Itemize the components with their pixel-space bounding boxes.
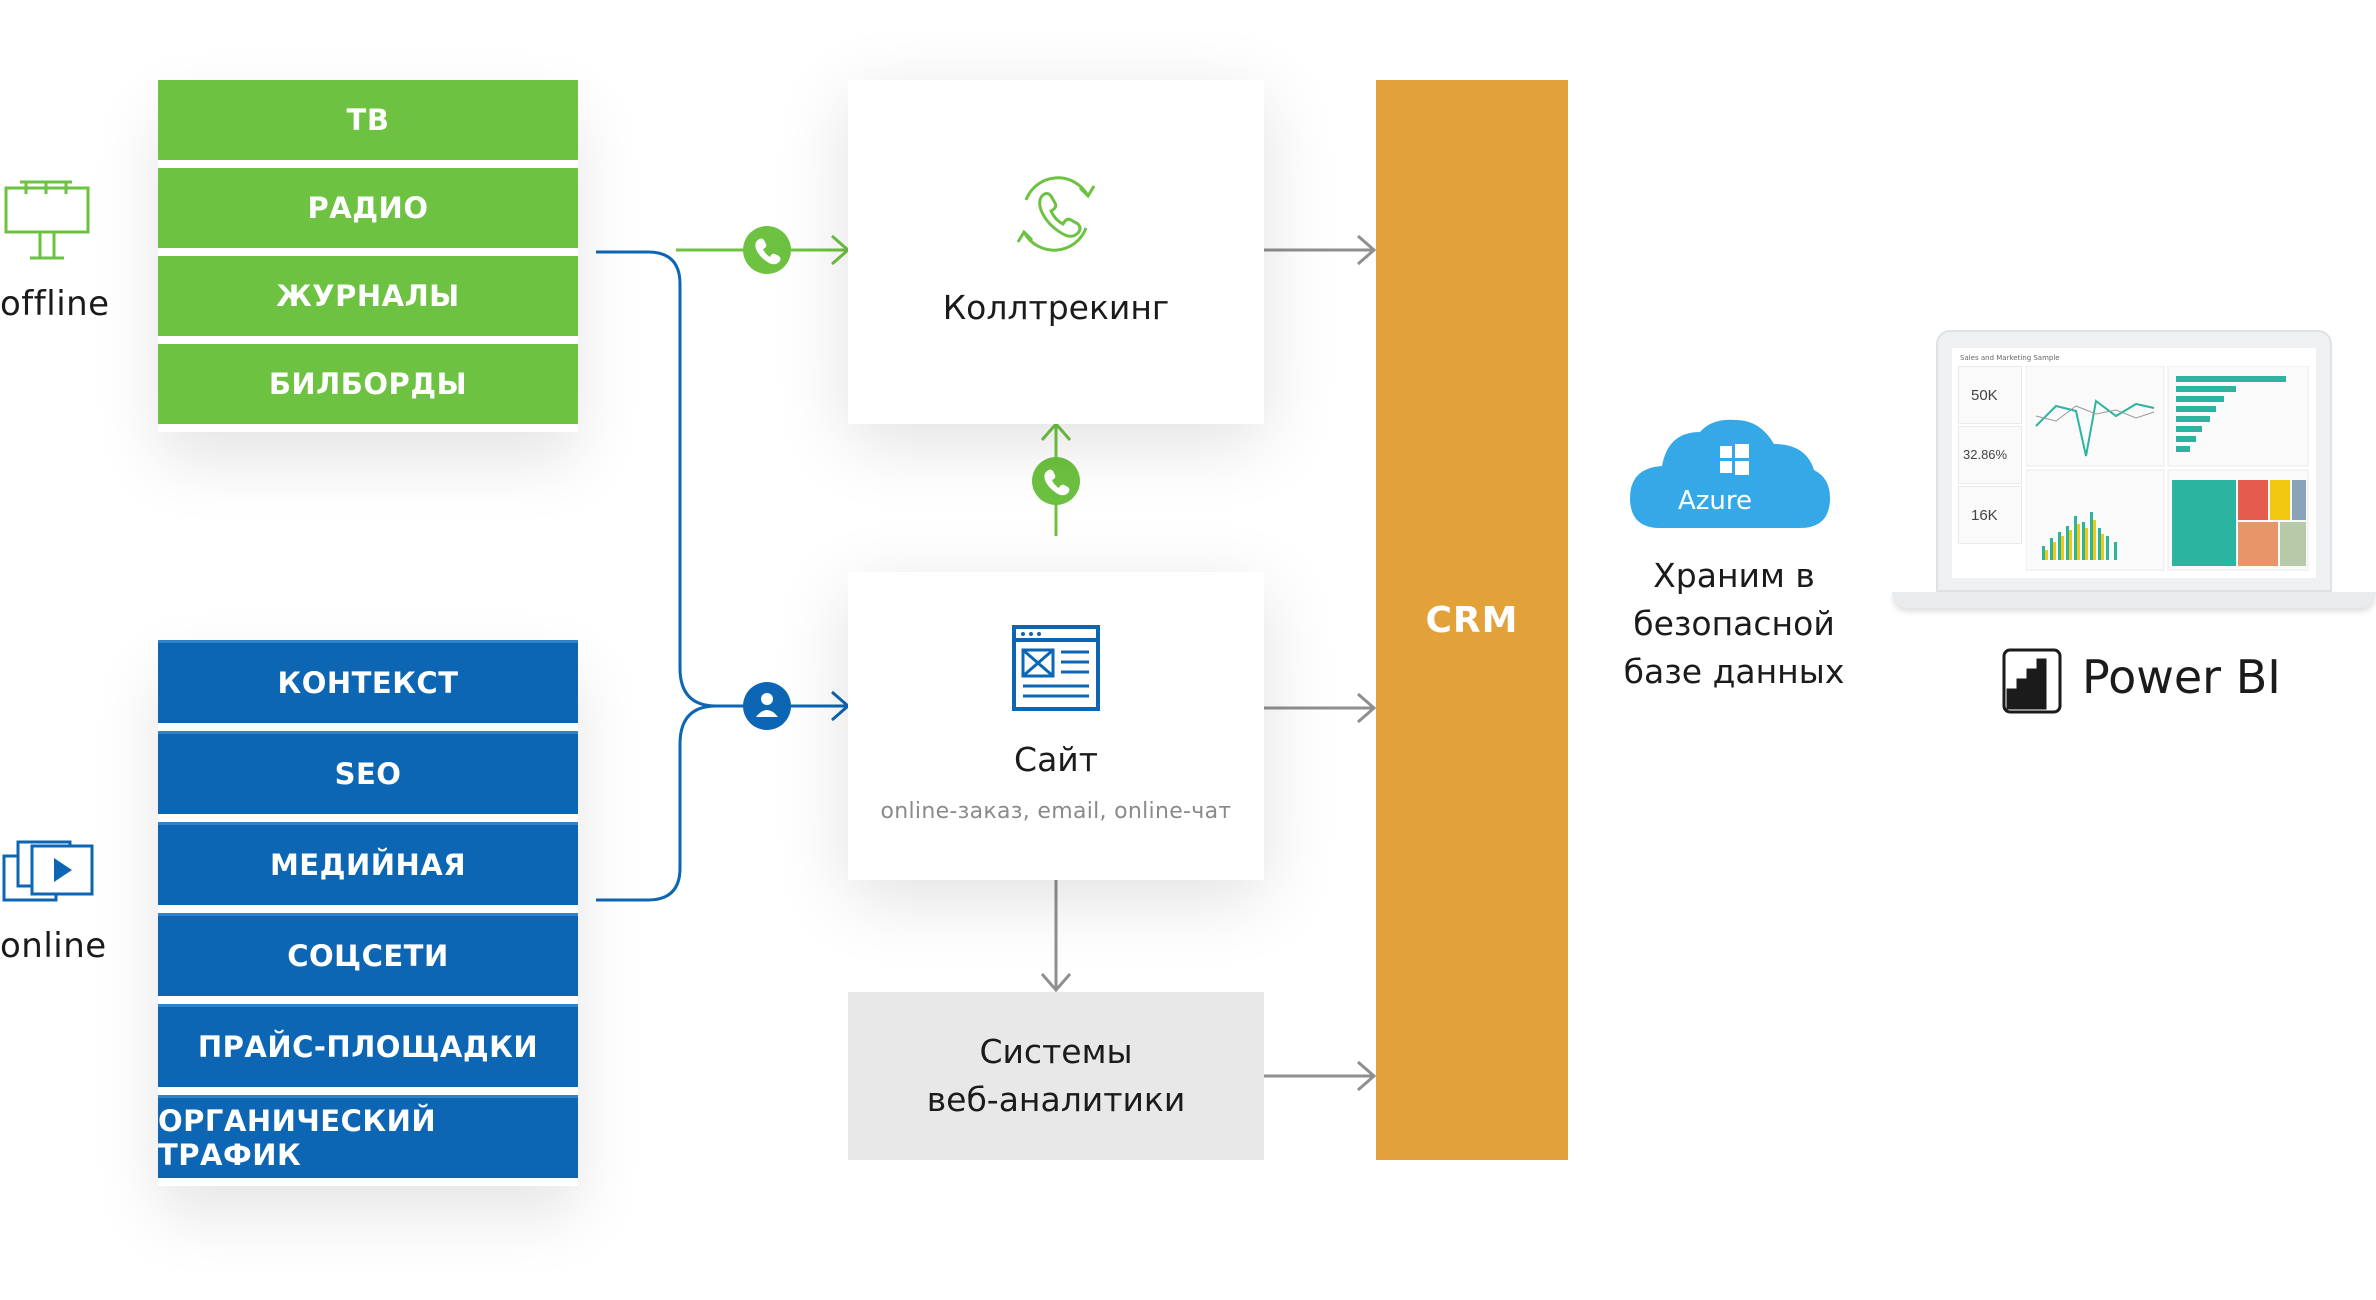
laptop-screen-frame: Sales and Marketing Sample 50K 32.86% 16… [1936,330,2332,592]
laptop-dashboard: Sales and Marketing Sample 50K 32.86% 16… [1892,330,2376,610]
online-bracket-line [596,704,717,902]
dashboard-title: Sales and Marketing Sample [1960,354,2060,362]
phone-refresh-icon [1016,176,1096,252]
kpi-tile: 16K [1958,486,2022,544]
site-card: Сайт online-заказ, email, online-чат [848,572,1264,880]
webpage-icon [1012,625,1100,711]
azure-caption-line2: безопасной [1633,604,1835,643]
azure-caption-line3: базе данных [1623,652,1845,691]
channel-billboards: БИЛБОРДЫ [158,344,578,424]
kpi-value-2: 32.86% [1963,447,2008,462]
user-icon [743,682,791,730]
kpi-tile: 32.86% [1958,426,2022,484]
site-title: Сайт [1014,740,1098,779]
laptop-base [1892,592,2376,608]
channel-media: МЕДИЙНАЯ [158,822,578,905]
dashboard-screen: Sales and Marketing Sample 50K 32.86% 16… [1952,348,2316,578]
analytics-line2: веб-аналитики [926,1080,1186,1119]
kpi-tile: 50K [1958,366,2022,424]
channel-tv: ТВ [158,80,578,160]
channel-radio: РАДИО [158,168,578,248]
site-subtitle: online-заказ, email, online-чат [880,799,1232,824]
billboard-icon [4,180,90,260]
channel-organic: ОРГАНИЧЕСКИЙ ТРАФИК [158,1095,578,1178]
channel-seo: SEO [158,731,578,814]
offline-channel-group: ТВ РАДИО ЖУРНАЛЫ БИЛБОРДЫ [158,80,578,432]
azure-cloud-icon [1630,419,1830,528]
web-analytics-box: Системы веб-аналитики [848,992,1264,1160]
offline-bracket-line [596,250,745,708]
powerbi-logo-icon [2002,648,2062,714]
crm-column: CRM [1376,80,1568,1160]
azure-logo-text: Azure [1677,486,1753,516]
dashboard-charts [2026,366,2309,571]
video-windows-icon [2,840,94,902]
online-label: online [0,926,107,966]
azure-caption-line1: Храним в [1653,556,1815,595]
azure-caption: Храним в безопасной базе данных [1600,552,1868,696]
kpi-value-3: 16K [1971,507,1998,524]
channel-price-sites: ПРАЙС-ПЛОЩАДКИ [158,1004,578,1087]
offline-label: offline [0,284,110,324]
analytics-line1: Системы [979,1032,1133,1071]
kpi-value-1: 50K [1971,387,1998,404]
channel-context: КОНТЕКСТ [158,640,578,723]
crm-label: CRM [1425,599,1519,641]
calltracking-title: Коллтрекинг [942,288,1170,327]
powerbi-label: Power BI [2082,650,2281,704]
calltracking-link-phone-icon [1032,457,1080,505]
phone-icon [743,226,791,274]
calltracking-card: Коллтрекинг [848,80,1264,424]
channel-social: СОЦСЕТИ [158,913,578,996]
online-channel-group: КОНТЕКСТ SEO МЕДИЙНАЯ СОЦСЕТИ ПРАЙС-ПЛОЩ… [158,640,578,1186]
channel-magazines: ЖУРНАЛЫ [158,256,578,336]
